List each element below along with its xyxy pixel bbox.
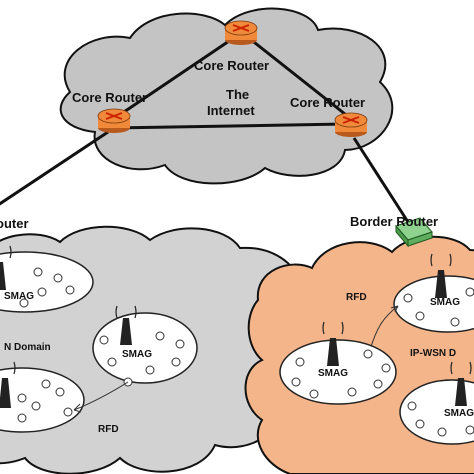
label-smag-left-middle: SMAG xyxy=(122,349,152,360)
sensor-node-icon xyxy=(291,377,301,387)
label-core-router-right: Core Router xyxy=(290,95,365,110)
sensor-node-icon xyxy=(347,387,357,397)
link-left-border xyxy=(0,130,109,206)
right-subnet-middle: SMAG xyxy=(279,321,397,405)
sensor-node-icon xyxy=(381,363,391,373)
sensor-node-icon xyxy=(65,285,75,295)
label-core-router-top: Core Router xyxy=(194,58,269,73)
antenna-tower-icon xyxy=(0,245,12,290)
core-router-left xyxy=(97,108,131,133)
label-rfd-right: RFD xyxy=(346,292,367,303)
internet-cloud xyxy=(59,7,394,185)
sensor-node-icon xyxy=(19,298,29,308)
link-left-right xyxy=(114,122,346,130)
label-right-domain: IP-WSN D xyxy=(410,348,456,359)
sensor-node-icon xyxy=(415,419,425,429)
antenna-tower-icon xyxy=(0,361,16,408)
sensor-node-icon xyxy=(373,379,383,389)
sensor-node-icon xyxy=(363,349,373,359)
left-subnet-bottom xyxy=(0,361,129,433)
links xyxy=(0,33,410,223)
label-smag-right-middle: SMAG xyxy=(318,368,348,379)
link-top-right xyxy=(244,33,351,120)
sensor-node-icon xyxy=(17,413,27,423)
sensor-node-icon xyxy=(309,389,319,399)
label-smag-right-top: SMAG xyxy=(430,297,460,308)
sensor-node-icon xyxy=(295,357,305,367)
label-smag-right-bottom: SMAG xyxy=(444,408,474,419)
sensor-node-icon xyxy=(37,287,47,297)
sensor-node-icon xyxy=(33,267,43,277)
core-router-top xyxy=(224,20,258,45)
sensor-node-icon xyxy=(155,331,165,341)
link-right-border xyxy=(352,137,410,223)
antenna-tower-icon xyxy=(322,321,344,366)
internet-cloud-shape xyxy=(59,7,394,185)
sensor-node-icon xyxy=(63,407,73,417)
label-rfd-left: RFD xyxy=(98,424,119,435)
label-core-router-left: Core Router xyxy=(72,90,147,105)
sensor-node-icon xyxy=(171,357,181,367)
link-top-left xyxy=(114,33,239,120)
label-border-router-right: Border Router xyxy=(350,214,438,229)
label-left-domain: N Domain xyxy=(4,342,51,353)
antenna-tower-icon xyxy=(430,253,452,298)
sensor-node-icon xyxy=(415,311,425,321)
sensor-node-icon xyxy=(465,287,474,297)
label-internet-line1: The xyxy=(226,87,249,102)
rfd-arrow-left xyxy=(73,381,129,411)
sensor-node-icon xyxy=(107,357,117,367)
sensor-node-icon xyxy=(145,365,155,375)
right-subnet-top: SMAG xyxy=(393,253,474,333)
right-subnet-bottom: SMAG xyxy=(399,361,474,445)
antenna-tower-icon xyxy=(115,305,137,345)
sensor-node-icon xyxy=(407,401,417,411)
sensor-node-icon xyxy=(175,339,185,349)
antenna-tower-icon xyxy=(450,361,472,406)
core-router-right xyxy=(334,112,368,137)
left-subnet-top: SMAG xyxy=(0,245,94,313)
sensor-node-icon xyxy=(403,293,413,303)
sensor-node-icon xyxy=(437,427,447,437)
sensor-node-icon xyxy=(450,317,460,327)
sensor-node-icon xyxy=(55,387,65,397)
label-internet-line2: Internet xyxy=(207,103,255,118)
smag-ellipse xyxy=(0,251,94,313)
left-subnet-middle: SMAG xyxy=(92,305,198,387)
border-router-right xyxy=(395,217,433,248)
label-border-router-left: outer xyxy=(0,216,29,231)
sensor-node-icon xyxy=(41,379,51,389)
label-smag-left-top: SMAG xyxy=(4,291,34,302)
sensor-node-icon xyxy=(17,393,27,403)
smag-ellipse xyxy=(92,312,198,384)
sensor-node-icon xyxy=(53,273,63,283)
sensor-node-icon xyxy=(99,335,109,345)
sensor-node-icon xyxy=(465,425,474,435)
sensor-node-icon xyxy=(31,401,41,411)
